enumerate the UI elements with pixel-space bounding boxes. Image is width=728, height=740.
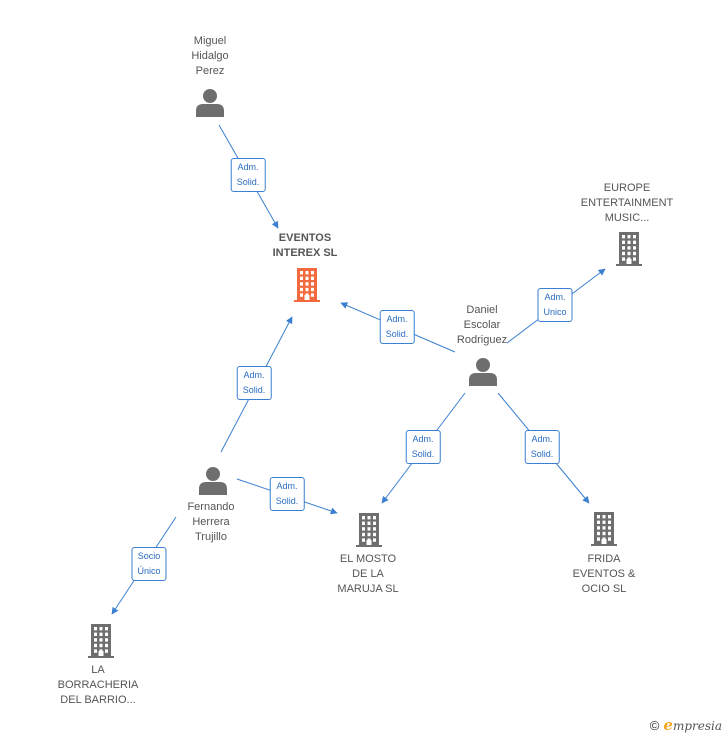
node-label-line: INTEREX SL	[272, 247, 338, 259]
edge-label-line: Solid.	[530, 449, 554, 459]
node-label-line: Hidalgo	[191, 50, 229, 62]
building-icon-frida[interactable]	[591, 512, 617, 546]
edge-label-line: Adm.	[237, 162, 259, 172]
node-label-borracheria[interactable]: LA BORRACHERIA DEL BARRIO...	[58, 663, 139, 708]
edge-label-line: Solid.	[385, 329, 409, 339]
edge-label-daniel-eventos[interactable]: Adm. Solid.	[379, 310, 415, 344]
node-label-line: MUSIC...	[604, 212, 650, 224]
node-label-line: Trujillo	[195, 531, 227, 543]
footer-brand: © empresia	[650, 716, 722, 734]
brand-logo: empresia	[663, 716, 722, 734]
edge-label-line: Adm.	[243, 370, 265, 380]
edge-label-line: Único	[137, 566, 161, 576]
node-label-line: EVENTOS	[278, 232, 332, 244]
node-label-line: Escolar	[463, 319, 501, 331]
node-label-line: DE LA	[352, 568, 384, 580]
node-label-line: BORRACHERIA	[57, 679, 139, 691]
node-label-frida[interactable]: FRIDA EVENTOS & OCIO SL	[573, 552, 636, 597]
node-label-line: Rodriguez	[456, 334, 508, 346]
node-label-line: Herrera	[192, 516, 230, 528]
edge-label-line: Solid.	[242, 385, 266, 395]
edge-lines	[111, 124, 606, 615]
node-label-line: FRIDA	[587, 553, 621, 565]
person-icon-miguel[interactable]	[196, 89, 224, 117]
node-icons	[88, 89, 642, 658]
node-label-line: Perez	[195, 65, 225, 77]
edge-label-line: Adm.	[276, 481, 298, 491]
edge-label-line: Solid.	[275, 496, 299, 506]
node-label-line: Daniel	[466, 304, 498, 316]
copyright-icon: ©	[649, 717, 660, 733]
edge-label-line: Adm.	[386, 314, 408, 324]
edge-label-line: Socio	[137, 551, 161, 561]
building-icon-mosto[interactable]	[356, 513, 382, 547]
building-icon-eventos[interactable]	[294, 268, 320, 302]
edge-label-line: Unico	[543, 307, 567, 317]
building-icon-europe[interactable]	[616, 232, 642, 266]
node-label-line: EUROPE	[603, 182, 651, 194]
node-label-eventos[interactable]: EVENTOS INTEREX SL	[273, 231, 338, 261]
person-icon-daniel[interactable]	[469, 358, 497, 386]
node-label-line: LA	[91, 664, 105, 676]
edge-label-line: Adm.	[412, 434, 434, 444]
edge-label-fernando-mosto[interactable]: Adm. Solid.	[269, 477, 305, 511]
building-icon-borracheria[interactable]	[88, 624, 114, 658]
node-label-line: Fernando	[187, 501, 235, 513]
node-label-line: MARUJA SL	[337, 583, 399, 595]
node-label-line: OCIO SL	[581, 583, 627, 595]
node-label-line: DEL BARRIO...	[60, 694, 136, 706]
edge-label-fernando-eventos[interactable]: Adm. Solid.	[236, 366, 272, 400]
node-label-line: EVENTOS &	[572, 568, 636, 580]
edge-label-daniel-frida[interactable]: Adm. Solid.	[524, 430, 560, 464]
edge-label-line: Adm.	[544, 292, 566, 302]
edge-label-daniel-europe[interactable]: Adm. Unico	[537, 288, 573, 322]
edge-label-miguel-eventos[interactable]: Adm. Solid.	[230, 158, 266, 192]
node-label-line: ENTERTAINMENT	[580, 197, 674, 209]
node-label-line: EL MOSTO	[339, 553, 397, 565]
person-icon-fernando[interactable]	[199, 467, 227, 495]
node-label-line: Miguel	[193, 35, 227, 47]
edge-label-daniel-mosto[interactable]: Adm. Solid.	[405, 430, 441, 464]
node-label-mosto[interactable]: EL MOSTO DE LA MARUJA SL	[337, 552, 398, 597]
edge-label-line: Adm.	[531, 434, 553, 444]
edge-label-line: Solid.	[236, 177, 260, 187]
edge-label-line: Solid.	[411, 449, 435, 459]
node-label-europe[interactable]: EUROPE ENTERTAINMENT MUSIC...	[581, 181, 674, 226]
